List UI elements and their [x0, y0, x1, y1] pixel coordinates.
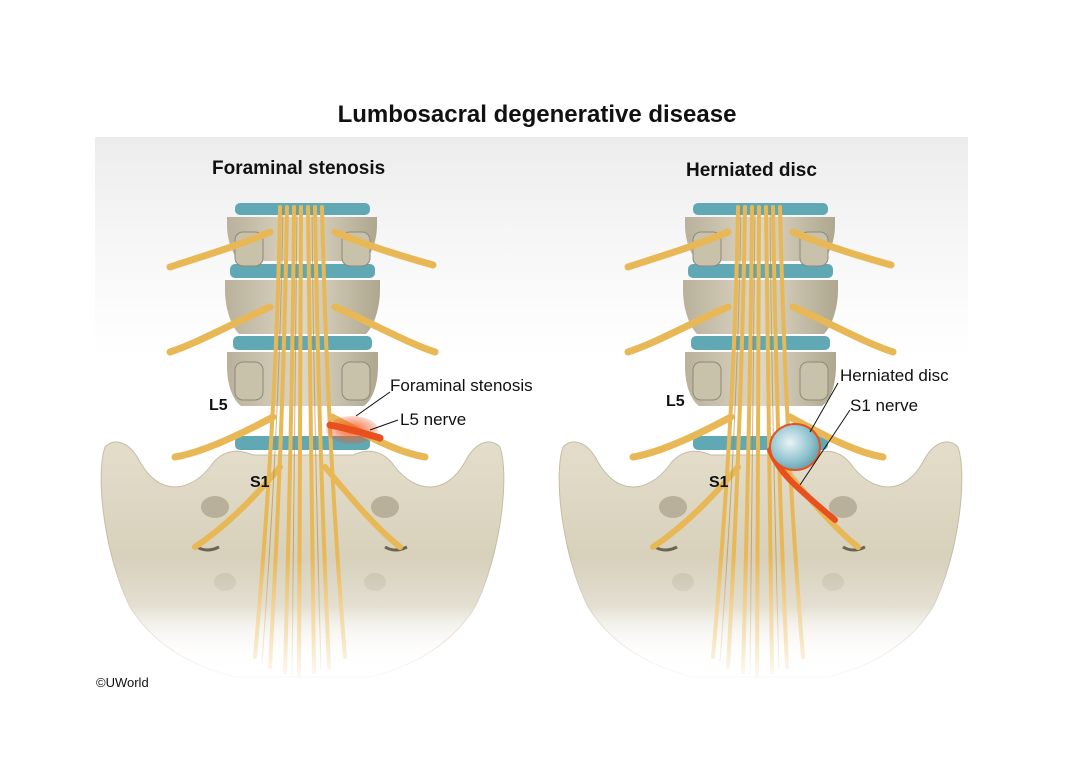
figure-title: Lumbosacral degenerative disease: [337, 101, 737, 128]
level-label-l5-left: L5: [209, 397, 228, 414]
level-label-l5-right: L5: [666, 393, 685, 410]
callout-herniated-disc: Herniated disc: [840, 366, 949, 385]
herniated-disc-bulge: [769, 423, 821, 471]
callout-s1-nerve: S1 nerve: [850, 396, 919, 415]
copyright-notice: ©UWorld: [96, 675, 149, 690]
level-label-s1-left: S1: [250, 474, 270, 491]
panel-title-herniated-disc: Herniated disc: [686, 160, 817, 181]
level-label-s1-right: S1: [709, 474, 729, 491]
compressed-l5-nerve: [326, 421, 384, 442]
panel-title-foraminal-stenosis: Foraminal stenosis: [212, 158, 386, 179]
callout-l5-nerve: L5 nerve: [400, 410, 467, 429]
leader-foraminal-stenosis: [355, 391, 391, 417]
leader-herniated-disc: [809, 382, 839, 433]
leader-s1-nerve: [799, 409, 851, 486]
callout-foraminal-stenosis: Foraminal stenosis: [390, 376, 533, 395]
leader-l5-nerve: [369, 419, 399, 431]
